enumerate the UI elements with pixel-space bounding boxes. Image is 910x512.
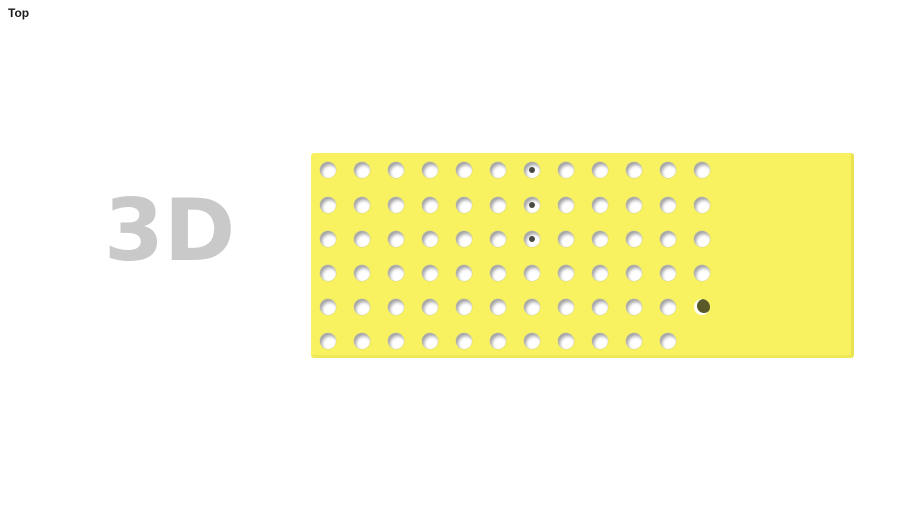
board-hole [354, 333, 370, 349]
board-hole [558, 299, 574, 315]
board-hole [626, 231, 642, 247]
board-hole [558, 162, 574, 178]
board-hole [422, 299, 438, 315]
board-hole [320, 265, 336, 281]
board-hole [320, 197, 336, 213]
board-hole [354, 265, 370, 281]
board-hole [456, 299, 472, 315]
board-hole [626, 197, 642, 213]
board-hole [626, 333, 642, 349]
board-hole [524, 265, 540, 281]
board-hole [422, 265, 438, 281]
board-hole [388, 197, 404, 213]
board-hole [558, 197, 574, 213]
board-hole [320, 231, 336, 247]
board-hole [592, 231, 608, 247]
board-hole [524, 299, 540, 315]
board-hole [592, 162, 608, 178]
board-hole [490, 231, 506, 247]
board-hole [592, 265, 608, 281]
board-hole [626, 299, 642, 315]
board-hole [388, 231, 404, 247]
board-hole [490, 162, 506, 178]
watermark-3d: 3D [104, 181, 236, 281]
board-hole [422, 197, 438, 213]
led-wires [0, 0, 300, 150]
board-hole [694, 197, 710, 213]
board-hole [490, 333, 506, 349]
board-hole [694, 231, 710, 247]
board-hole [592, 333, 608, 349]
perfboard [311, 153, 854, 358]
board-hole [320, 333, 336, 349]
board-hole [592, 197, 608, 213]
board-hole [354, 197, 370, 213]
board-hole [694, 299, 710, 315]
board-hole [456, 333, 472, 349]
board-hole [490, 197, 506, 213]
board-hole [558, 265, 574, 281]
board-hole [694, 265, 710, 281]
board-hole [660, 333, 676, 349]
board-hole [660, 231, 676, 247]
board-hole [626, 162, 642, 178]
board-hole [524, 197, 540, 213]
board-hole [456, 162, 472, 178]
view-label: Top [8, 6, 30, 20]
board-hole [388, 162, 404, 178]
board-hole [558, 231, 574, 247]
board-hole [456, 231, 472, 247]
board-hole [660, 197, 676, 213]
board-hole [422, 333, 438, 349]
board-hole [490, 299, 506, 315]
board-hole [388, 265, 404, 281]
board-hole [320, 162, 336, 178]
board-hole [626, 265, 642, 281]
board-hole [422, 162, 438, 178]
board-hole [388, 333, 404, 349]
board-hole [524, 231, 540, 247]
board-hole [388, 299, 404, 315]
board-hole [354, 162, 370, 178]
board-hole [320, 299, 336, 315]
board-hole [456, 265, 472, 281]
board-hole [694, 162, 710, 178]
board-hole [660, 162, 676, 178]
board-hole [422, 231, 438, 247]
board-hole [354, 231, 370, 247]
board-hole [558, 333, 574, 349]
board-hole [524, 333, 540, 349]
board-hole [592, 299, 608, 315]
board-hole [354, 299, 370, 315]
board-hole [490, 265, 506, 281]
board-hole [660, 265, 676, 281]
board-hole [660, 299, 676, 315]
board-hole [456, 197, 472, 213]
board-hole [524, 162, 540, 178]
